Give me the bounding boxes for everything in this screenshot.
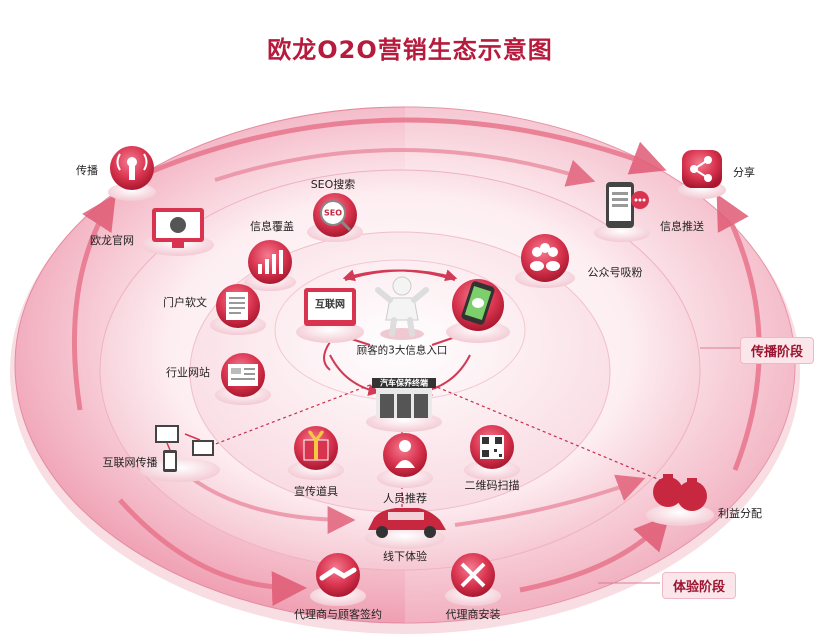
official-site-node	[142, 208, 214, 256]
label-profit-share: 利益分配	[718, 507, 762, 520]
label-share: 分享	[733, 166, 755, 179]
label-staff-recommend: 人员推荐	[383, 492, 427, 505]
seo-node	[307, 193, 363, 242]
label-agent-install: 代理商安装	[445, 608, 501, 621]
label-promo-props: 宣传道具	[294, 485, 338, 498]
label-offline-exp: 线下体验	[383, 550, 427, 563]
label-official-site: 欧龙官网	[90, 234, 134, 247]
portal-article-node	[210, 284, 266, 335]
label-industry-site: 行业网站	[166, 366, 210, 379]
stage-spread: 传播阶段	[740, 337, 815, 364]
label-portal-article: 门户软文	[163, 296, 207, 309]
page-title: 欧龙O2O营销生态示意图	[267, 36, 553, 64]
phone-node	[446, 279, 510, 343]
store-sign-text: 汽车保养终端	[380, 378, 428, 388]
info-push-node	[594, 182, 650, 242]
agent-install-node	[445, 553, 501, 606]
staff-recommend-node	[377, 433, 433, 488]
hub-label: 顾客的3大信息入口	[356, 344, 448, 357]
share-node	[678, 150, 726, 199]
label-agent-sign: 代理商与顾客签约	[294, 608, 382, 621]
qr-scan-node	[464, 425, 520, 480]
label-qr-scan: 二维码扫描	[464, 479, 520, 492]
label-public-account: 公众号吸粉	[587, 266, 643, 279]
label-broadcast: 传播	[76, 164, 98, 177]
seo-badge-text: SEO	[323, 208, 343, 218]
profit-share-node	[646, 474, 714, 526]
info-coverage-node	[244, 240, 296, 291]
internet-spread-node	[140, 425, 220, 482]
agent-sign-node	[310, 553, 366, 606]
label-seo: SEO搜索	[310, 178, 356, 191]
promo-props-node	[288, 426, 344, 480]
offline-exp-node	[365, 508, 446, 549]
internet-box-text: 互联网	[315, 299, 345, 311]
industry-site-node	[215, 353, 271, 405]
internet-box-node	[296, 288, 364, 343]
label-internet-spread: 互联网传播	[102, 456, 158, 469]
label-info-push: 信息推送	[660, 220, 704, 233]
customer-figure	[375, 276, 429, 340]
label-info-coverage: 信息覆盖	[250, 220, 294, 233]
public-account-node	[515, 234, 575, 288]
broadcast-node	[108, 146, 156, 201]
stage-experience: 体验阶段	[662, 572, 737, 599]
store-node	[366, 378, 442, 432]
